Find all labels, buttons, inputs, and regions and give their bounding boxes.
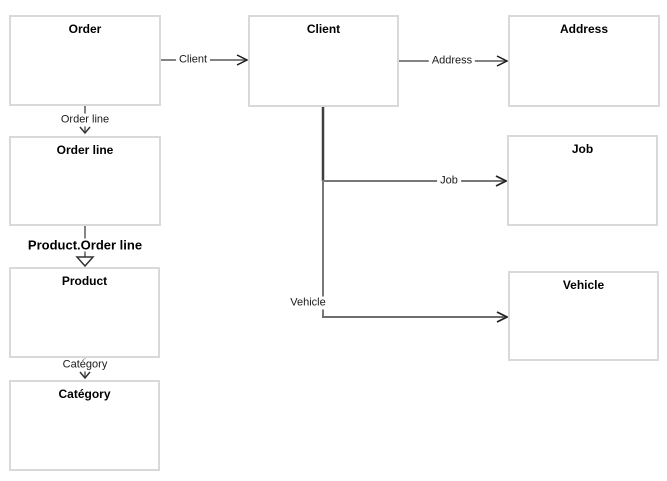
entity-title: Address	[559, 22, 609, 36]
edge-client-vehicle	[322, 311, 510, 323]
edge-label-product-order-line: Product.Order line	[24, 238, 146, 252]
entity-box-category[interactable]: Catégory	[9, 380, 160, 471]
arrowhead-vee-down-icon	[79, 126, 91, 135]
edge-label-address: Address	[428, 54, 476, 68]
entity-title: Catégory	[58, 387, 111, 401]
edge-client-job	[322, 175, 509, 187]
entity-box-job[interactable]: Job	[507, 135, 658, 226]
arrowhead-chevron-right-icon	[236, 54, 249, 66]
entity-title: Order	[68, 22, 102, 36]
arrowhead-chevron-right-icon	[496, 55, 509, 67]
entity-title: Order line	[56, 143, 114, 157]
arrowhead-chevron-right-icon	[495, 175, 509, 187]
entity-box-client[interactable]: Client	[248, 15, 399, 107]
arrowhead-hollow-triangle-down-icon	[75, 256, 95, 268]
entity-box-vehicle[interactable]: Vehicle	[508, 271, 659, 361]
entity-title: Product	[61, 274, 108, 288]
arrowhead-vee-down-icon	[79, 371, 91, 380]
edge-label-order-line: Order line	[57, 113, 113, 127]
entity-box-order[interactable]: Order	[9, 15, 161, 106]
entity-title: Job	[571, 142, 594, 156]
entity-box-order-line[interactable]: Order line	[9, 136, 161, 226]
entity-title: Client	[306, 22, 341, 36]
entity-box-address[interactable]: Address	[508, 15, 660, 107]
entity-title: Vehicle	[562, 278, 605, 292]
edge-label-vehicle: Vehicle	[287, 296, 329, 310]
edge-label-job: Job	[437, 174, 461, 188]
arrowhead-chevron-right-icon	[496, 311, 510, 323]
edge-label-category: Catégory	[59, 358, 111, 372]
edge-label-client: Client	[175, 53, 211, 67]
entity-box-product[interactable]: Product	[9, 267, 160, 358]
